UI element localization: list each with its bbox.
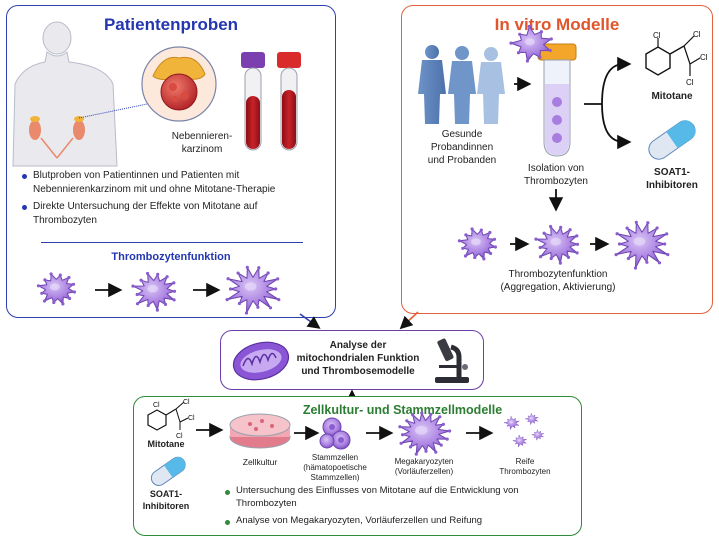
analysis-line3: und Thrombosemodelle — [301, 366, 415, 377]
stem-label-line1: Stammzellen — [311, 453, 359, 462]
cell-culture-panel: Zellkultur- und Stammzellmodelle Cl Cl C… — [133, 396, 582, 536]
cell-culture-title: Zellkultur- und Stammzellmodelle — [302, 403, 503, 417]
petri-dish-icon — [229, 413, 291, 449]
platelet-activated-icon — [225, 265, 281, 315]
platelet-resting-icon — [457, 227, 497, 261]
adrenal-tumor-icon — [141, 46, 217, 122]
analysis-text: Analyse der mitochondrialen Funktion und… — [293, 339, 423, 378]
capsule-icon — [648, 120, 696, 160]
platelet-small-icon — [531, 429, 544, 441]
tumor-label-line1: Nebennieren- — [171, 131, 233, 142]
in-vitro-models-panel: In vitro Modelle Gesunde Probandinnen un… — [401, 5, 713, 314]
flow-arrows — [457, 56, 670, 270]
platelet-intermediate-icon — [534, 224, 580, 265]
mitochondrion-icon — [232, 341, 290, 381]
platelet-resting-icon — [36, 272, 76, 306]
healthy-donors-icon — [418, 45, 505, 124]
soat-label-line2: Inhibitoren — [646, 180, 698, 191]
bullet-item: Untersuchung des Einflusses von Mitotane… — [224, 485, 524, 511]
mitotane-label: Mitotane — [651, 91, 693, 102]
arrow-icon — [399, 311, 419, 330]
mitotane-structure-icon: Cl Cl Cl Cl — [147, 399, 195, 440]
mature-label-line2: Thrombozyten — [499, 467, 551, 476]
platelet-activation-sequence — [36, 265, 281, 315]
platelet-small-icon — [512, 434, 527, 447]
analysis-line2: mitochondrialen Funktion — [296, 353, 420, 364]
mature-platelets-label: Reife Thrombozyten — [492, 457, 558, 477]
blood-tubes-icon — [241, 52, 301, 151]
differentiation-sequence — [196, 411, 544, 456]
chlorine-label: Cl — [686, 78, 694, 87]
platelet-small-icon — [509, 24, 562, 143]
tumor-label-line2: karzinom — [181, 144, 223, 155]
soat-label-line2: Inhibitoren — [142, 500, 190, 511]
donors-label-line1: Gesunde — [441, 129, 483, 140]
stem-cells-icon — [319, 417, 351, 450]
function-label-line2: (Aggregation, Aktivierung) — [500, 282, 616, 293]
mature-label-line1: Reife — [515, 457, 535, 466]
donors-label-line2: Probandinnen — [430, 142, 494, 153]
tumor-label: Nebennieren- karzinom — [167, 130, 237, 156]
chlorine-label: Cl — [188, 415, 195, 422]
donors-label: Gesunde Probandinnen und Probanden — [414, 128, 510, 167]
platelet-function-title: Thrombozytenfunktion — [111, 251, 231, 263]
mitotane-label: Mitotane — [147, 439, 185, 449]
analysis-box: Analyse der mitochondrialen Funktion und… — [220, 330, 484, 390]
isolation-label: Isolation von Thrombozyten — [506, 162, 606, 188]
patient-samples-title: Patientenproben — [103, 15, 239, 34]
platelet-activated-icon — [614, 220, 670, 270]
stem-label-line3: Stammzellen) — [310, 473, 360, 482]
soat-label-line1: SOAT1- — [149, 489, 183, 499]
platelet-intermediate-icon — [131, 271, 177, 312]
chlorine-label: Cl — [153, 402, 160, 409]
arrow-icon — [299, 313, 321, 329]
mega-label-line2: (Vorläuferzellen) — [394, 467, 454, 476]
platelet-small-icon — [525, 413, 539, 425]
mitotane-structure-icon: Cl Cl Cl Cl — [645, 30, 708, 87]
isolation-label-line2: Thrombozyten — [524, 176, 588, 187]
soat-inhibitors-label: SOAT1- Inhibitoren — [136, 489, 196, 512]
chlorine-label: Cl — [700, 53, 708, 62]
human-torso-illustration — [12, 21, 148, 167]
in-vitro-title: In vitro Modelle — [494, 15, 620, 34]
divider — [41, 242, 303, 244]
cell-culture-bullets: Untersuchung des Einflusses von Mitotane… — [224, 485, 524, 531]
soat-inhibitors-label: SOAT1- Inhibitoren — [634, 166, 710, 192]
chlorine-label: Cl — [693, 30, 701, 39]
analysis-line1: Analyse der — [329, 340, 387, 351]
chlorine-label: Cl — [653, 31, 661, 40]
microscope-icon — [435, 338, 469, 383]
chlorine-label: Cl — [183, 399, 190, 406]
donors-label-line3: und Probanden — [427, 155, 497, 166]
mega-label-line1: Megakaryozyten — [394, 457, 454, 466]
in-vitro-function-label: Thrombozytenfunktion (Aggregation, Aktiv… — [458, 268, 658, 294]
patient-samples-panel: Patientenproben Nebennieren- karzinom — [6, 5, 336, 318]
soat-label-line1: SOAT1- — [654, 167, 690, 178]
bullet-item: Analyse von Megakaryozyten, Vorläuferzel… — [224, 515, 524, 528]
platelet-tube-icon — [509, 24, 577, 157]
megakaryocyte-icon — [398, 411, 452, 456]
function-label-line1: Thrombozytenfunktion — [508, 269, 608, 280]
platelet-small-icon — [504, 416, 520, 430]
megakaryocyte-label: Megakaryozyten (Vorläuferzellen) — [386, 457, 462, 477]
patient-samples-bullets: Blutproben von Patientinnen und Patiente… — [21, 169, 321, 231]
stem-cells-label: Stammzellen (hämatopoetische Stammzellen… — [300, 453, 370, 483]
bullet-item: Blutproben von Patientinnen und Patiente… — [21, 169, 321, 196]
chlorine-label: Cl — [176, 433, 183, 440]
stem-label-line2: (hämatopoetische — [303, 463, 367, 472]
capsule-icon — [150, 456, 186, 487]
isolation-label-line1: Isolation von — [527, 163, 585, 174]
bullet-item: Direkte Untersuchung der Effekte von Mit… — [21, 200, 321, 227]
mature-platelets-icon — [504, 413, 544, 447]
cell-culture-label: Zellkultur — [242, 457, 278, 467]
